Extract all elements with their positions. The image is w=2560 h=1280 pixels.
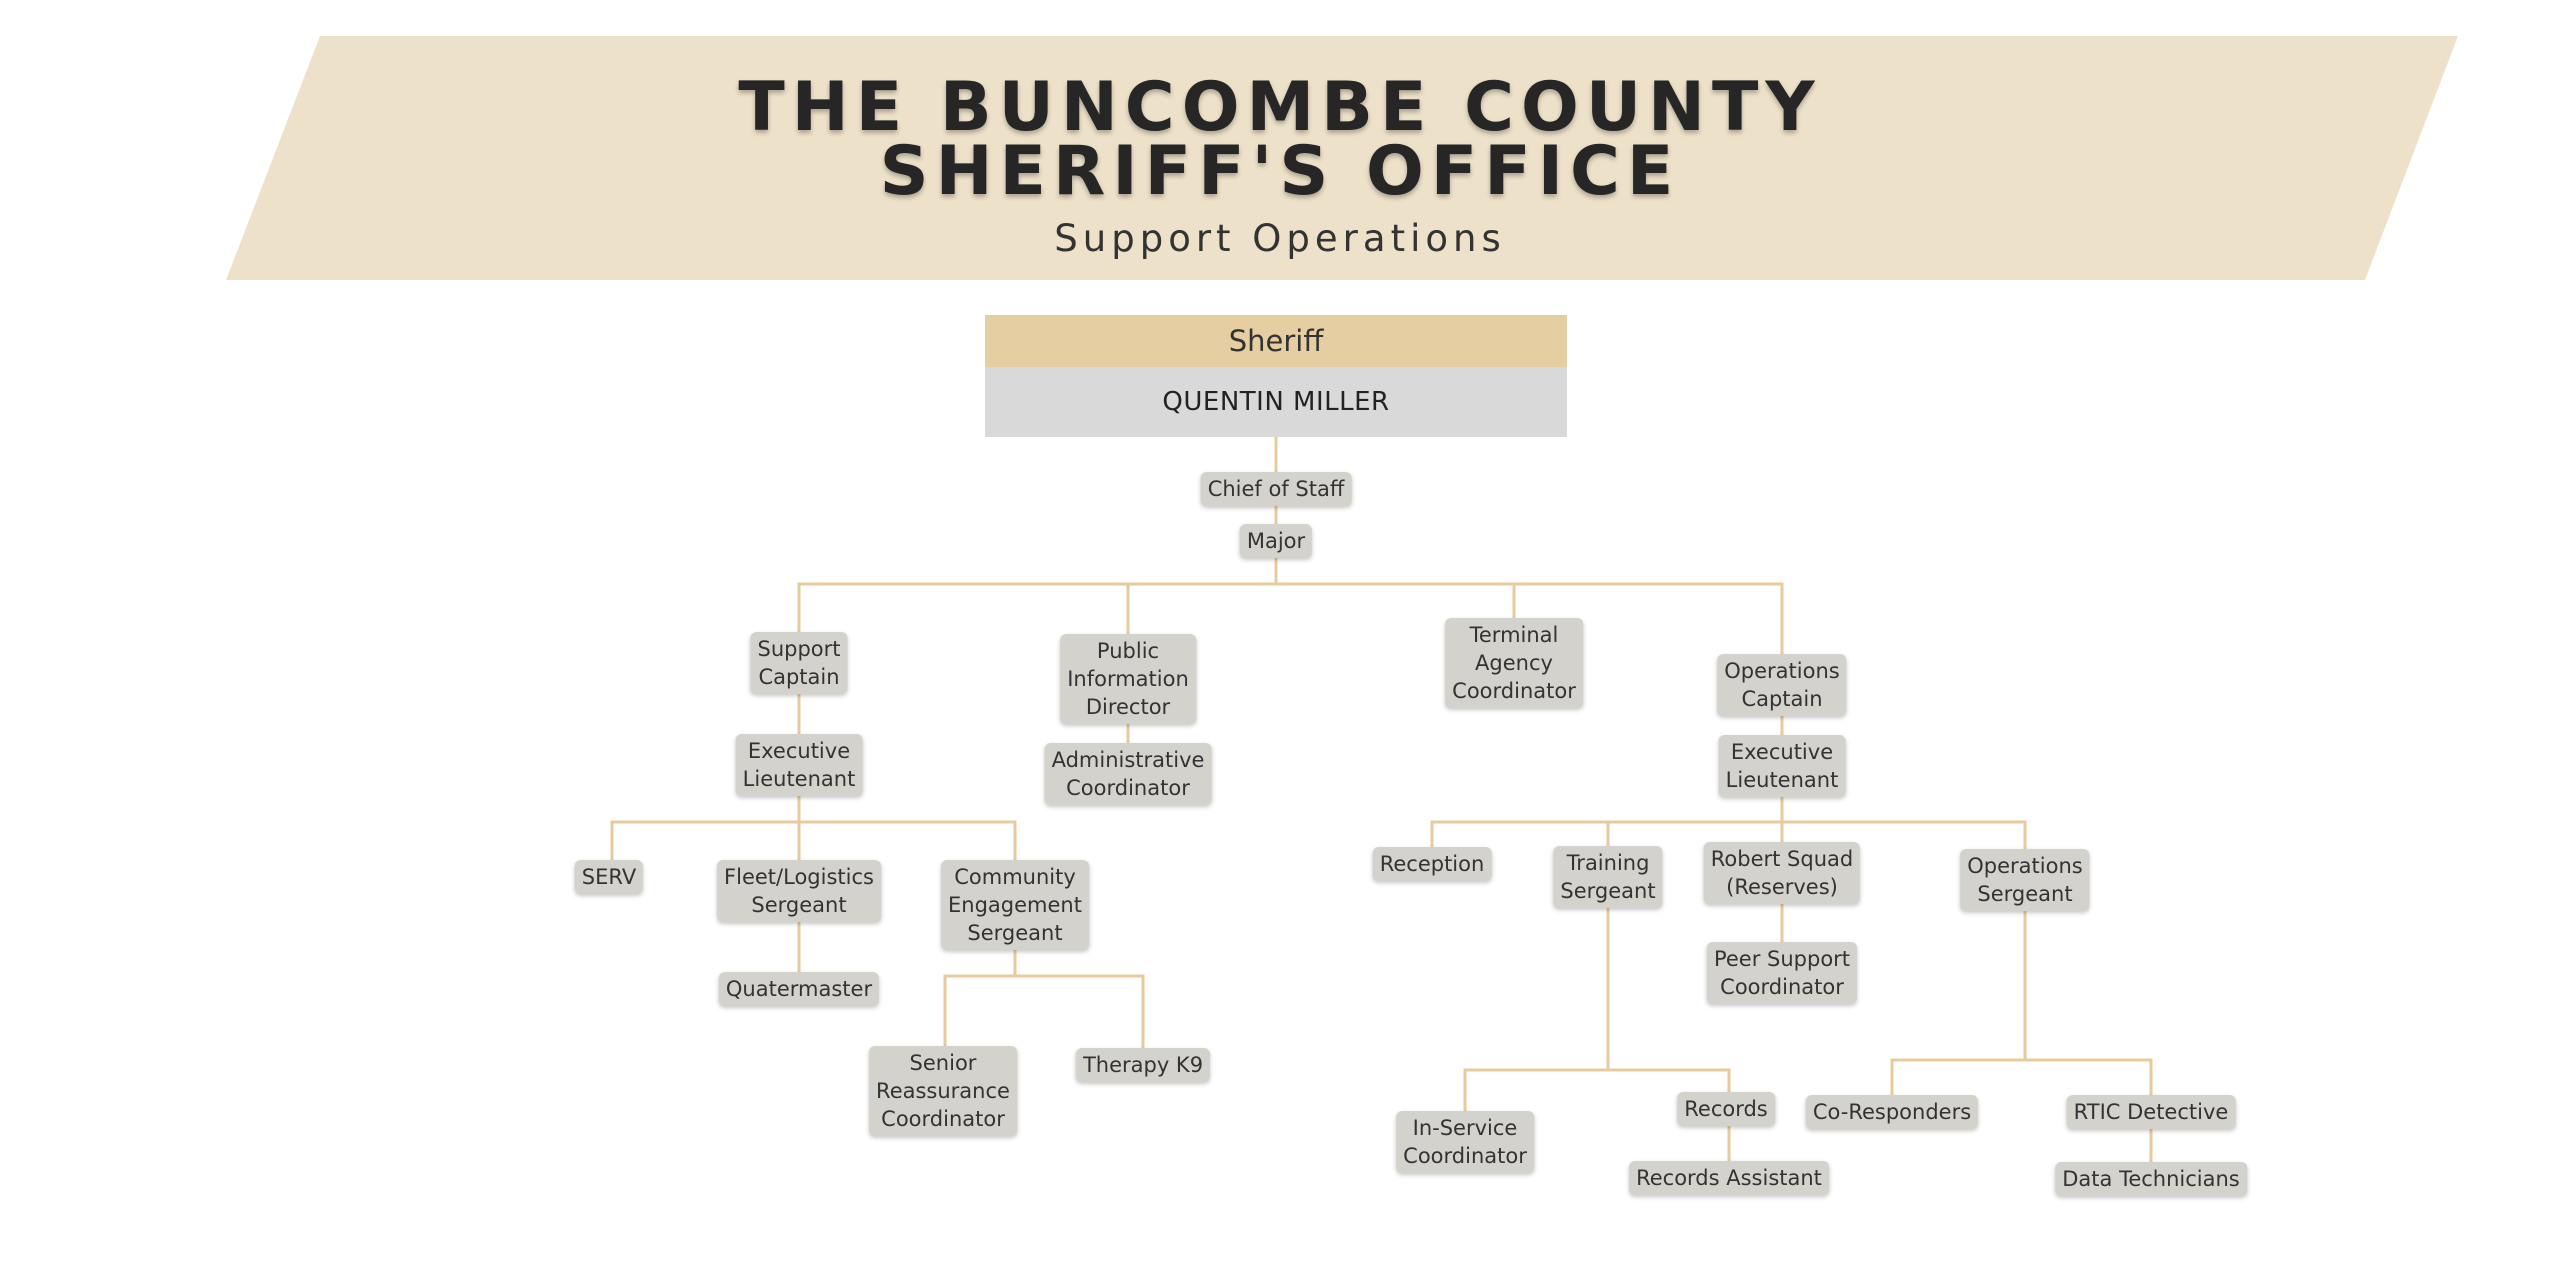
node-community-engagement-sergeant: Community Engagement Sergeant xyxy=(941,860,1089,950)
node-major: Major xyxy=(1239,524,1313,558)
node-peer-support-coordinator: Peer Support Coordinator xyxy=(1706,942,1858,1004)
node-chief-of-staff: Chief of Staff xyxy=(1200,472,1352,506)
node-data-technicians: Data Technicians xyxy=(2055,1162,2247,1196)
node-serv: SERV xyxy=(574,860,644,894)
page-title-line-1: THE BUNCOMBE COUNTY xyxy=(738,68,1822,147)
node-administrative-coordinator: Administrative Coordinator xyxy=(1044,743,1212,805)
node-terminal-agency-coordinator: Terminal Agency Coordinator xyxy=(1445,618,1583,708)
node-support-captain: Support Captain xyxy=(750,632,848,694)
node-senior-reassurance-coordinator: Senior Reassurance Coordinator xyxy=(869,1046,1017,1136)
node-training-sergeant: Training Sergeant xyxy=(1553,846,1663,908)
node-operations-captain: Operations Captain xyxy=(1717,654,1847,716)
node-in-service-coordinator: In-Service Coordinator xyxy=(1396,1111,1534,1173)
sheriff-role-header: Sheriff xyxy=(985,315,1567,367)
node-quatermaster: Quatermaster xyxy=(718,972,880,1006)
node-therapy-k9: Therapy K9 xyxy=(1075,1048,1211,1082)
sheriff-name-box: QUENTIN MILLER xyxy=(985,367,1567,437)
page-subtitle: Support Operations xyxy=(1054,217,1506,260)
node-executive-lieutenant-operations: Executive Lieutenant xyxy=(1718,735,1846,797)
node-operations-sergeant: Operations Sergeant xyxy=(1960,849,2090,911)
node-rtic-detective: RTIC Detective xyxy=(2066,1095,2236,1129)
node-public-information-director: Public Information Director xyxy=(1060,634,1196,724)
node-robert-squad-reserves: Robert Squad (Reserves) xyxy=(1703,842,1861,904)
node-fleet-logistics-sergeant: Fleet/Logistics Sergeant xyxy=(717,860,881,922)
page-title-line-2: SHERIFF'S OFFICE xyxy=(879,132,1681,211)
node-co-responders: Co-Responders xyxy=(1805,1095,1979,1129)
node-records: Records xyxy=(1677,1092,1775,1126)
node-records-assistant: Records Assistant xyxy=(1629,1161,1829,1195)
title-banner xyxy=(226,36,2458,280)
node-reception: Reception xyxy=(1372,847,1492,881)
node-executive-lieutenant-support: Executive Lieutenant xyxy=(735,734,863,796)
banner-background xyxy=(226,36,2458,280)
